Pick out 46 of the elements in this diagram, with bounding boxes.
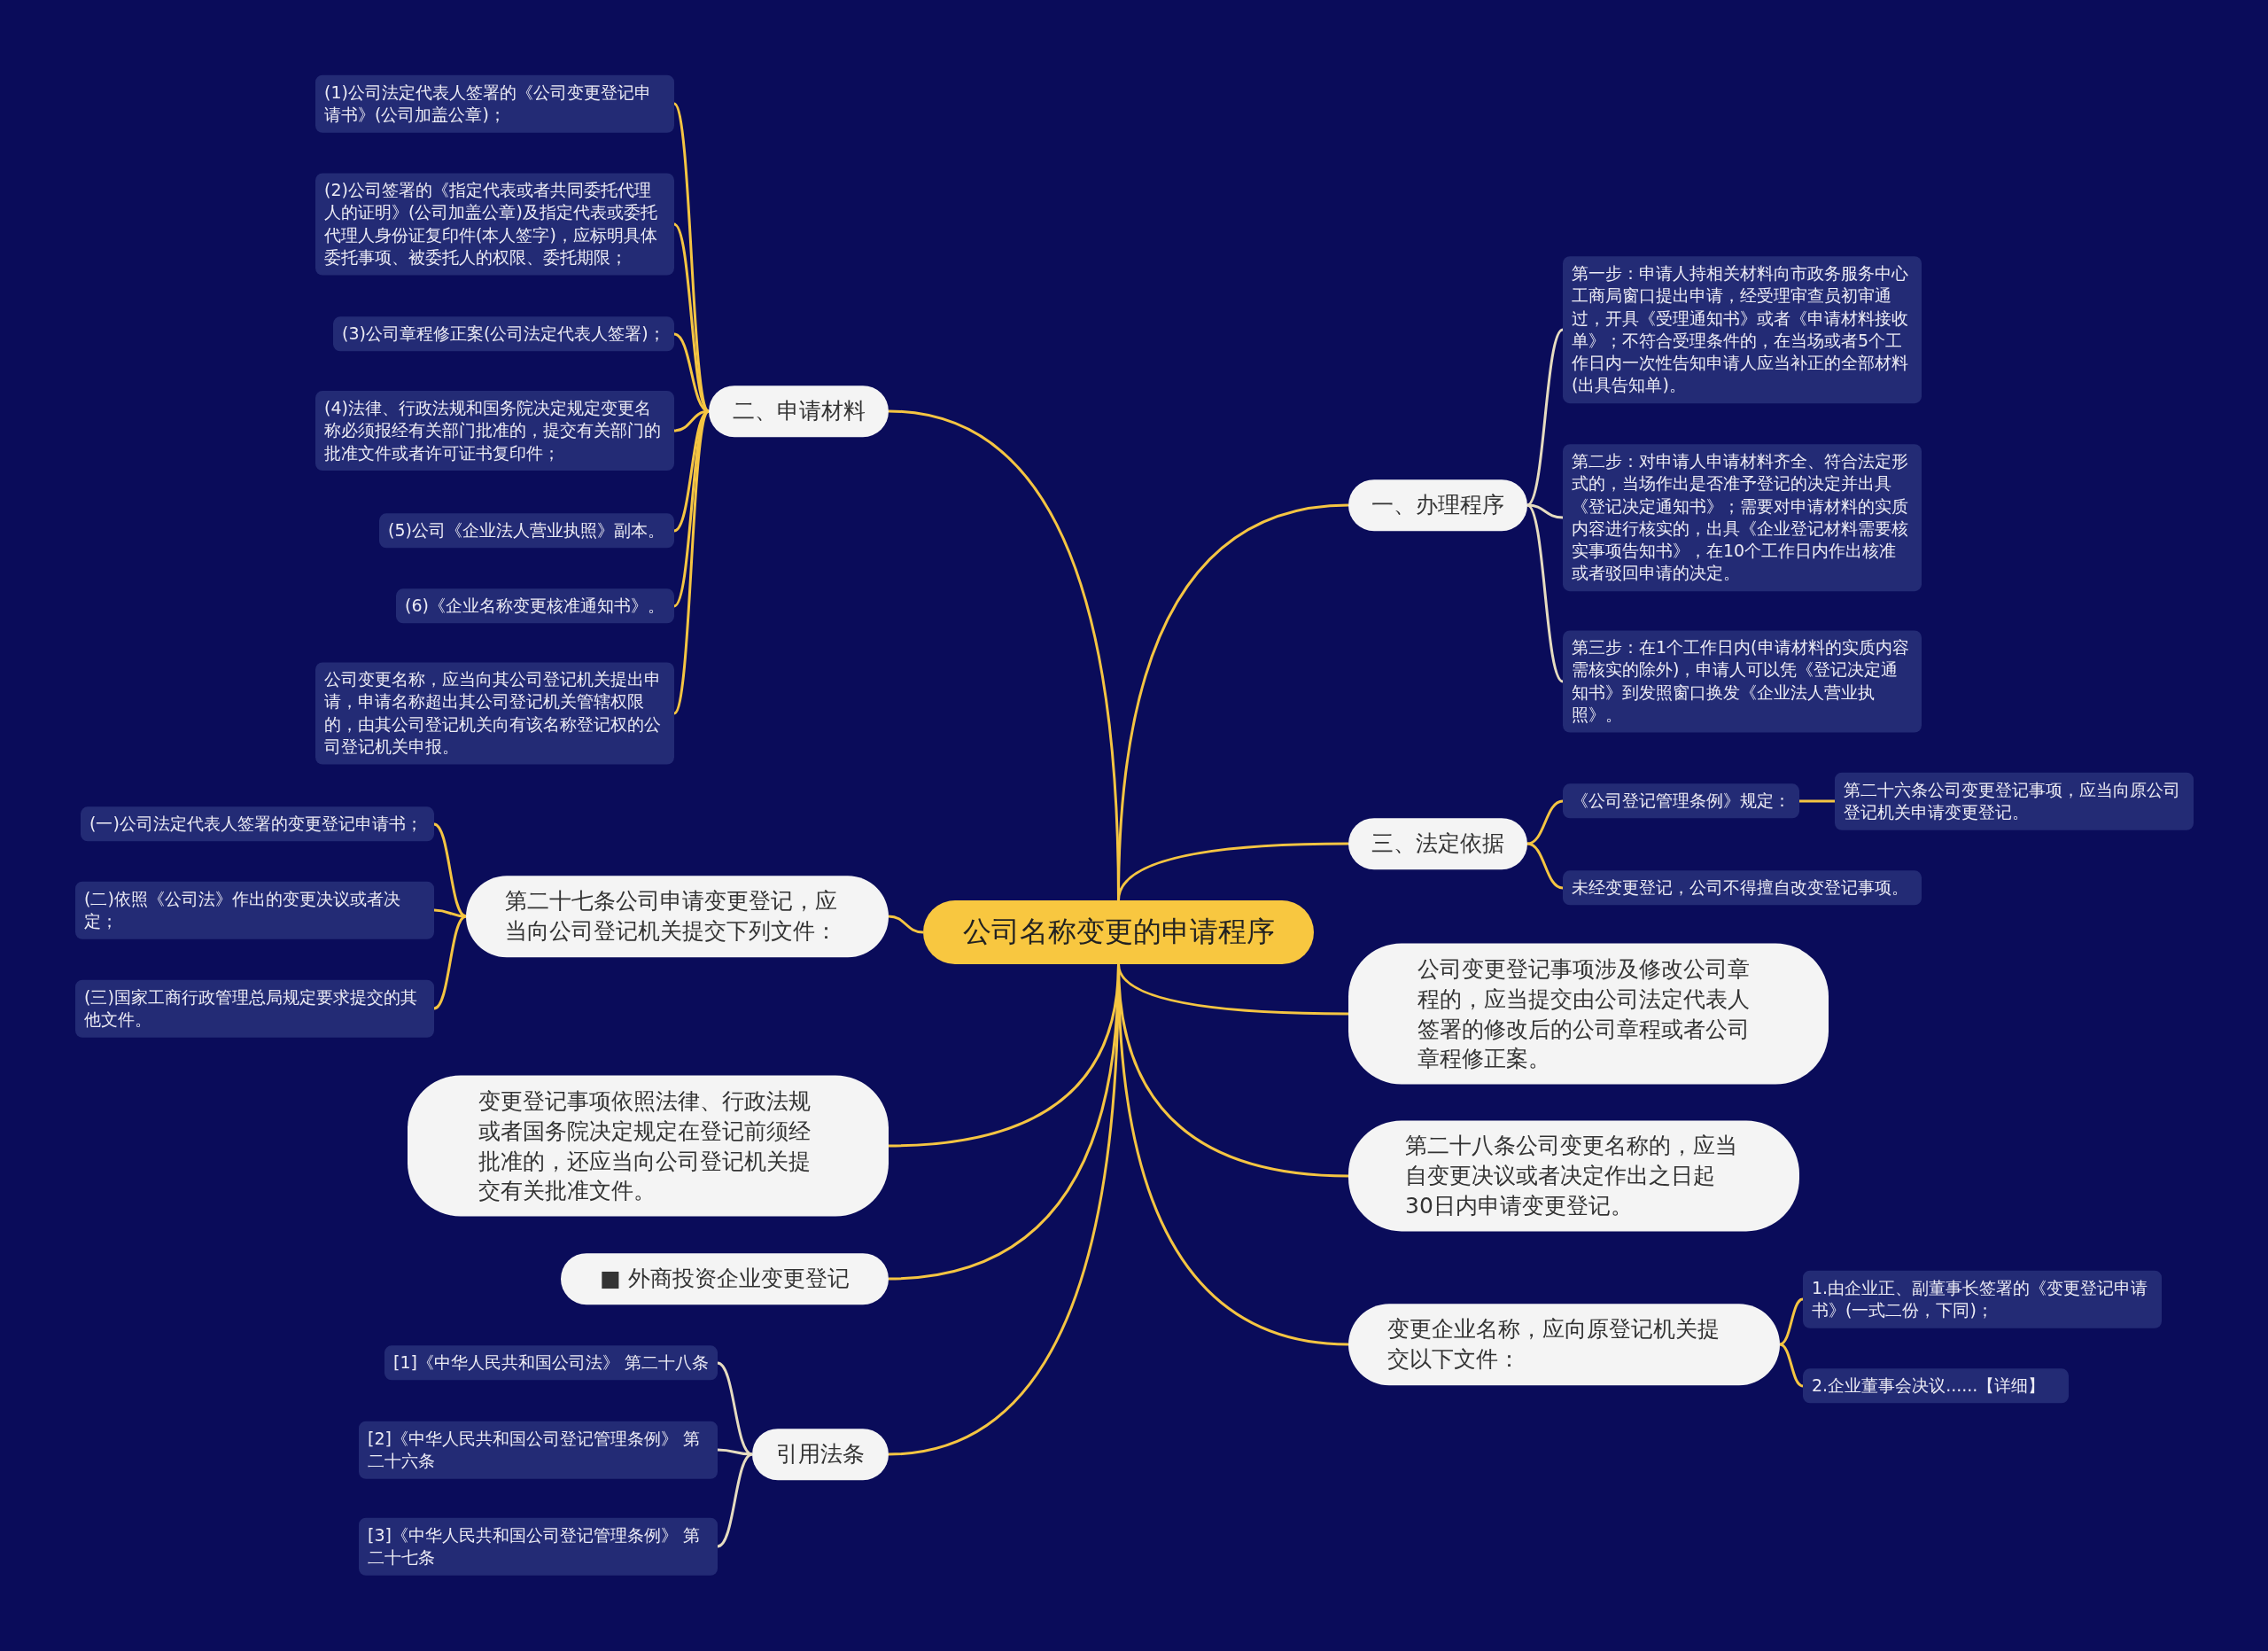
branch-line (1799, 799, 1835, 803)
branch-line (1779, 1343, 1804, 1388)
topic-bubble: ■ 外商投资企业变更登记 (561, 1253, 889, 1304)
branch-line (1779, 1297, 1804, 1346)
note-box: [2]《中华人民共和国公司登记管理条例》 第二十六条 (359, 1421, 718, 1479)
note-box: (4)法律、行政法规和国务院决定规定变更名称必须报经有关部门批准的，提交有关部门的批准文件或者许可证书复印件； (315, 391, 674, 471)
branch-line (433, 915, 467, 1010)
branch-line (717, 1452, 753, 1548)
topic-bubble: 第二十八条公司变更名称的，应当自变更决议或者决定作出之日起30日内申请变更登记。 (1348, 1120, 1799, 1232)
branch-line (1526, 842, 1564, 890)
branch-line (672, 103, 711, 412)
note-box: (5)公司《企业法人营业执照》副本。 (379, 513, 674, 549)
central-topic: 公司名称变更的申请程序 (923, 900, 1314, 964)
branch-line (1526, 328, 1564, 507)
note-box: 公司变更名称，应当向其公司登记机关提出申请，申请名称超出其公司登记机关管辖权限的，由其公司登记机关向有该名称登记权的公司登记机关申报。 (315, 662, 674, 765)
topic-bubble: 二、申请材料 (709, 385, 889, 437)
branch-line (1526, 503, 1564, 683)
note-box: (6)《企业名称变更核准通知书》。 (396, 588, 674, 624)
topic-bubble: 三、法定依据 (1348, 818, 1527, 869)
note-box: 第二十六条公司变更登记事项，应当向原公司登记机关申请变更登记。 (1835, 772, 2194, 830)
topic-bubble: 变更登记事项依照法律、行政法规或者国务院决定规定在登记前须经批准的，还应当向公司登记机关提交有关批准文件。 (408, 1075, 889, 1217)
branch-line (888, 915, 924, 934)
note-box: [3]《中华人民共和国公司登记管理条例》 第二十七条 (359, 1517, 718, 1576)
note-box: (1)公司法定代表人签署的《公司变更登记申请书》(公司加盖公章)； (315, 74, 674, 133)
note-box: 1.由企业正、副董事长签署的《变更登记申请书》(一式二份，下同)； (1803, 1270, 2162, 1328)
topic-bubble: 一、办理程序 (1348, 479, 1527, 531)
note-box: (2)公司签署的《指定代表或者共同委托代理人的证明》(公司加盖公章)及指定代表或委托代理人身份证复印件(本人签字)，应标明具体委托事项、被委托人的权限、委托期限； (315, 173, 674, 276)
topic-bubble: 引用法条 (752, 1429, 889, 1480)
note-box: 第三步：在1个工作日内(申请材料的实质内容需核实的除外)，申请人可以凭《登记决定通知书》到发照窗口换发《企业法人营业执照》。 (1563, 630, 1922, 733)
note-box: (三)国家工商行政管理总局规定要求提交的其他文件。 (75, 979, 434, 1038)
branch-line (672, 410, 711, 714)
note-box: 第二步：对申请人申请材料齐全、符合法定形式的，当场作出是否准予登记的决定并出具《登记决定通知书》；需要对申请材料的实质内容进行核实的，出具《企业登记材料需要核实事项告知书》，在10个工作日内作出核准或者驳回申请的决定。 (1563, 444, 1922, 591)
note-box: 《公司登记管理条例》规定： (1563, 783, 1799, 819)
topic-bubble: 第二十七条公司申请变更登记，应当向公司登记机关提交下列文件： (466, 876, 889, 957)
note-box: 2.企业董事会决议......【详细】 (1803, 1368, 2069, 1404)
note-box: [1]《中华人民共和国公司法》 第二十八条 (384, 1345, 718, 1381)
note-box: (3)公司章程修正案(公司法定代表人签署)； (333, 316, 674, 352)
branch-line (717, 1448, 753, 1456)
note-box: 第一步：申请人持相关材料向市政务服务中心工商局窗口提出申请，经受理审查员初审通过，开具《受理通知书》或者《申请材料接收单》；不符合受理条件的，在当场或者5个工作日内一次性告知申请人应当补正的全部材料(出具告知单)。 (1563, 256, 1922, 403)
note-box: (一)公司法定代表人签署的变更登记申请书； (81, 806, 434, 842)
topic-bubble: 变更企业名称，应向原登记机关提交以下文件： (1348, 1304, 1780, 1385)
note-box: (二)依照《公司法》作出的变更决议或者决定； (75, 881, 434, 939)
branch-line (1526, 799, 1564, 845)
note-box: 未经变更登记，公司不得擅自改变登记事项。 (1563, 870, 1922, 906)
topic-bubble: 公司变更登记事项涉及修改公司章程的，应当提交由公司法定代表人签署的修改后的公司章程或者公司章程修正案。 (1348, 943, 1829, 1085)
branch-line (1117, 842, 1348, 901)
